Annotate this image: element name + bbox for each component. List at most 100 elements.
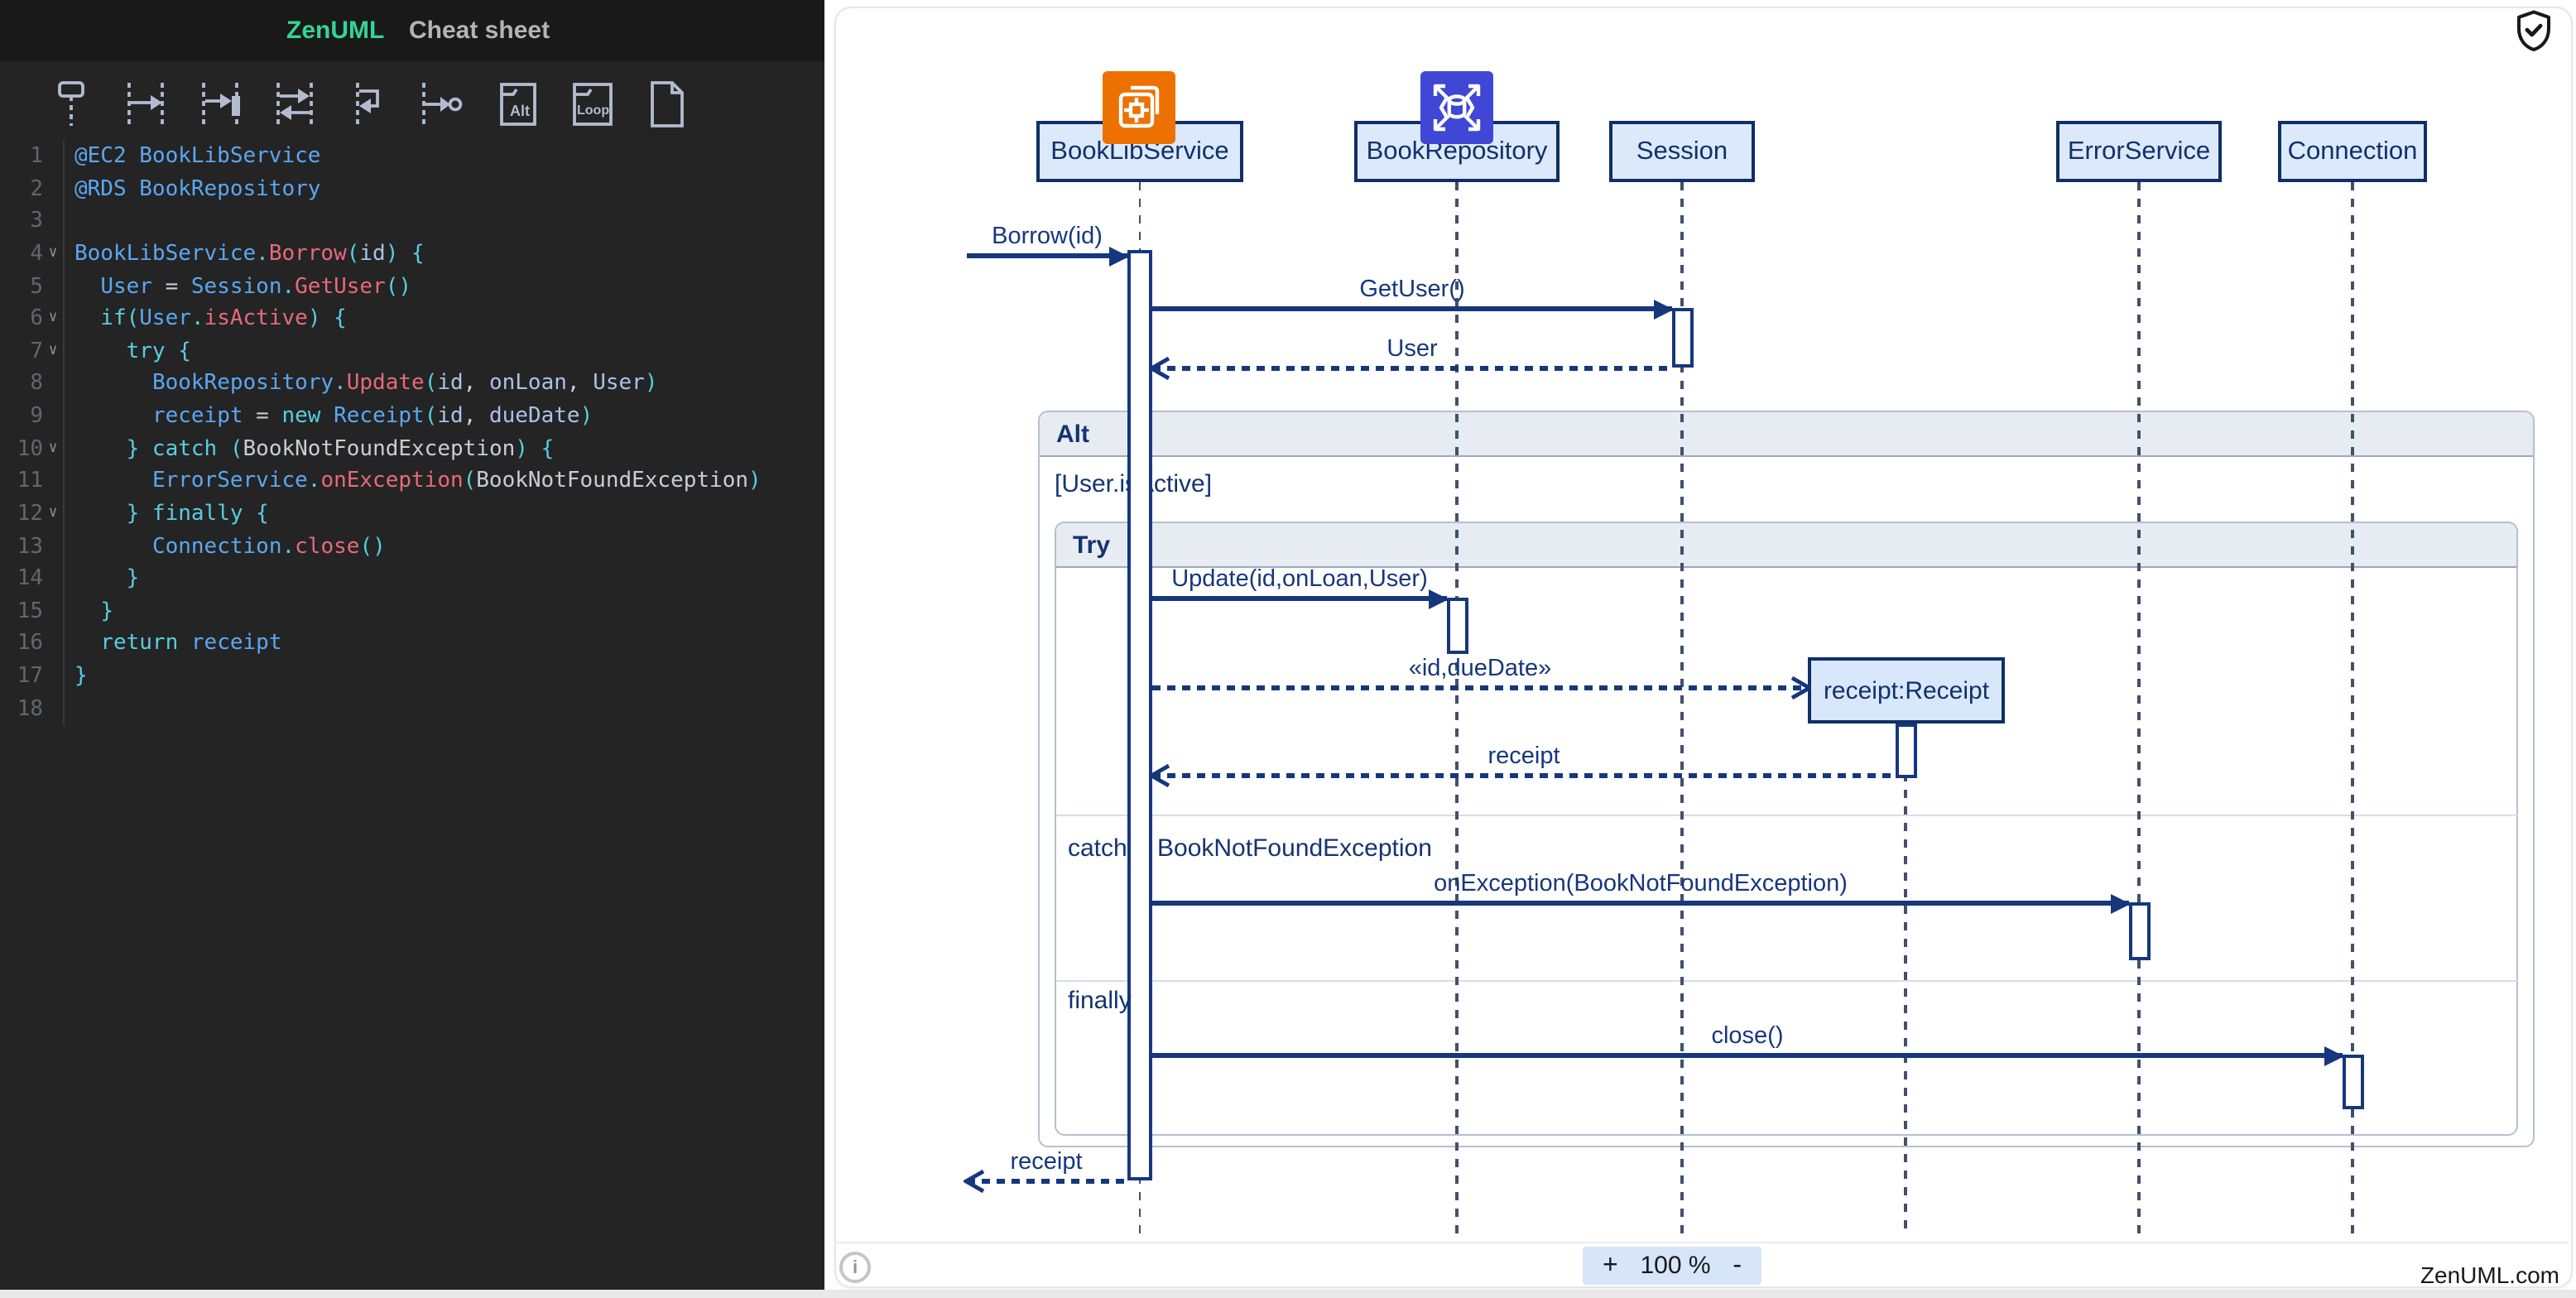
created-object-label: receipt:Receipt bbox=[1823, 676, 1990, 704]
zoom-out-button[interactable]: - bbox=[1733, 1252, 1742, 1280]
message-receipt-return: receipt bbox=[1149, 735, 1896, 788]
activation-receipt bbox=[1895, 724, 1916, 778]
activation-connection bbox=[2342, 1055, 2363, 1109]
message-line bbox=[1152, 685, 1808, 690]
activation-bookrepository bbox=[1446, 598, 1468, 654]
sync-message-activation-tool-icon[interactable] bbox=[194, 76, 247, 132]
catch-label: catch bbox=[1068, 834, 1127, 863]
message-label: receipt bbox=[1487, 743, 1560, 770]
code-line: 16 return receipt bbox=[0, 627, 824, 661]
zoom-in-button[interactable]: + bbox=[1603, 1252, 1618, 1280]
finally-label: finally bbox=[1068, 987, 1132, 1015]
code-editor-panel: ZenUML Cheat sheet Alt bbox=[0, 0, 824, 1290]
return-message-tool-icon[interactable] bbox=[268, 76, 321, 132]
code-line: 5 User = Session.GetUser() bbox=[0, 271, 824, 304]
message-final-return: receipt bbox=[964, 1141, 1126, 1194]
participant-connection: Connection bbox=[2278, 121, 2427, 182]
message-user-return: User bbox=[1149, 328, 1672, 381]
code-line: 1@EC2 BookLibService bbox=[0, 141, 824, 174]
participant-label: ErrorService bbox=[2067, 137, 2211, 165]
open-arrowhead bbox=[1149, 356, 1170, 381]
open-arrowhead bbox=[1790, 675, 1811, 700]
participant-label: Session bbox=[1636, 137, 1728, 165]
tab-zenuml[interactable]: ZenUML bbox=[286, 17, 385, 45]
diagram-canvas bbox=[834, 7, 2573, 1288]
activation-errorservice bbox=[2128, 902, 2150, 960]
code-line: 3 bbox=[0, 205, 824, 238]
code-line: 14 } bbox=[0, 563, 824, 596]
message-line bbox=[967, 1179, 1126, 1184]
participant-session: Session bbox=[1609, 121, 1755, 182]
diagram-toolbar: Alt Loop bbox=[0, 61, 824, 147]
message-line bbox=[1152, 773, 1896, 778]
code-line: 7∨ try { bbox=[0, 335, 824, 368]
privacy-shield-icon[interactable] bbox=[2511, 8, 2556, 53]
info-icon[interactable]: i bbox=[839, 1252, 871, 1283]
message-label: receipt bbox=[1010, 1149, 1083, 1175]
message-label: close() bbox=[1711, 1023, 1784, 1050]
alt-fragment-tool-icon[interactable]: Alt bbox=[492, 76, 545, 132]
message-onexception: onException(BookNotFoundException) bbox=[1152, 863, 2131, 915]
message-getuser: GetUser() bbox=[1152, 268, 1674, 320]
alt-fragment-label: Alt bbox=[1056, 420, 1089, 448]
code-line: 8 BookRepository.Update(id, onLoan, User… bbox=[0, 368, 824, 401]
message-label: «id,dueDate» bbox=[1408, 656, 1552, 682]
lifeline-session bbox=[1680, 182, 1684, 1233]
finally-divider bbox=[1055, 980, 2517, 983]
loop-fragment-tool-icon[interactable]: Loop bbox=[566, 76, 619, 132]
open-arrowhead bbox=[1149, 763, 1170, 788]
message-line bbox=[1152, 306, 1672, 311]
participant-tool-icon[interactable] bbox=[45, 76, 98, 132]
message-update: Update(id,onLoan,User) bbox=[1152, 558, 1449, 610]
bottom-strip bbox=[0, 1290, 2576, 1298]
activation-booklibservice bbox=[1127, 250, 1151, 1180]
arrowhead bbox=[2324, 1046, 2344, 1067]
lifeline-connection bbox=[2351, 182, 2354, 1233]
lifeline-bookrepository bbox=[1455, 182, 1459, 1233]
tab-bar: ZenUML Cheat sheet bbox=[0, 0, 824, 61]
try-fragment-label: Try bbox=[1073, 531, 1111, 559]
svg-text:Alt: Alt bbox=[510, 103, 530, 119]
code-line: 6∨ if(User.isActive) { bbox=[0, 303, 824, 336]
alt-fragment: Alt bbox=[1038, 411, 2535, 1147]
ec2-icon bbox=[1103, 71, 1175, 144]
participant-errorservice: ErrorService bbox=[2056, 121, 2222, 182]
lifeline-errorservice bbox=[2137, 182, 2141, 1233]
zoom-level: 100 % bbox=[1640, 1252, 1711, 1280]
code-line: 12∨ } finally { bbox=[0, 498, 824, 531]
creation-message-tool-icon[interactable] bbox=[414, 76, 467, 132]
message-label: Borrow(id) bbox=[992, 224, 1103, 250]
zenuml-brand: ZenUML.com bbox=[2420, 1262, 2559, 1288]
canvas-footer-divider bbox=[836, 1242, 2568, 1243]
message-create-receipt: «id,dueDate» bbox=[1152, 647, 1811, 700]
catch-exception-label: BookNotFoundException bbox=[1157, 834, 1432, 863]
open-arrowhead bbox=[964, 1169, 985, 1194]
lifeline-receipt bbox=[1904, 724, 1907, 1233]
message-label: GetUser() bbox=[1359, 276, 1465, 303]
participant-bookrepository: BookRepository bbox=[1354, 121, 1560, 182]
arrowhead bbox=[2111, 894, 2131, 915]
message-label: Update(id,onLoan,User) bbox=[1171, 566, 1428, 593]
sync-message-tool-icon[interactable] bbox=[119, 76, 172, 132]
message-borrow: Borrow(id) bbox=[967, 215, 1129, 267]
activation-session bbox=[1671, 308, 1693, 368]
code-line: 4∨BookLibService.Borrow(id) { bbox=[0, 238, 824, 271]
code-line: 13 Connection.close() bbox=[0, 531, 824, 564]
alt-fragment-header: Alt bbox=[1040, 412, 2533, 457]
arrowhead bbox=[1654, 300, 1674, 320]
new-diagram-tool-icon[interactable] bbox=[641, 76, 694, 132]
try-fragment-header: Try bbox=[1056, 523, 2516, 568]
info-glyph: i bbox=[852, 1257, 858, 1277]
message-line bbox=[1152, 366, 1672, 371]
tab-cheat-sheet[interactable]: Cheat sheet bbox=[409, 17, 550, 45]
rds-icon bbox=[1420, 71, 1493, 144]
code-line: 9 receipt = new Receipt(id, dueDate) bbox=[0, 401, 824, 434]
message-label: onException(BookNotFoundException) bbox=[1434, 871, 1848, 897]
try-fragment: Try bbox=[1055, 522, 2518, 1136]
self-message-tool-icon[interactable] bbox=[343, 76, 396, 132]
svg-text:Loop: Loop bbox=[577, 103, 609, 118]
created-object-receipt: receipt:Receipt bbox=[1808, 657, 2005, 724]
code-line: 15 } bbox=[0, 595, 824, 628]
message-line bbox=[1152, 1053, 2343, 1058]
